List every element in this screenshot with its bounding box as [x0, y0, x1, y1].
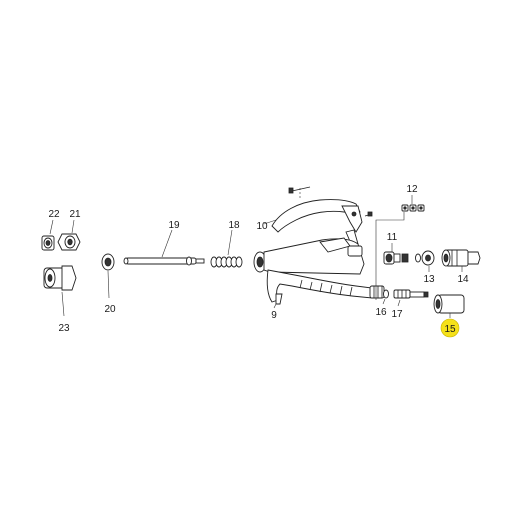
leader-21 — [71, 219, 75, 234]
part-10-lever — [271, 199, 373, 247]
part-22-fitting — [41, 235, 55, 251]
part-21-nut — [57, 233, 81, 251]
part-23-adapter — [43, 265, 77, 291]
callout-21: 21 — [69, 209, 81, 220]
part-14-connector — [441, 249, 481, 267]
callout-20: 20 — [104, 304, 116, 315]
callout-13: 13 — [423, 274, 435, 285]
callout-16: 16 — [375, 307, 387, 318]
callout-10: 10 — [256, 221, 268, 232]
part-11-seat — [383, 251, 409, 265]
part-10-pin — [288, 186, 311, 200]
part-17-plunger — [393, 289, 429, 299]
callout-23: 23 — [58, 323, 70, 334]
part-18-spring — [210, 256, 243, 268]
leader-10 — [263, 219, 277, 225]
part-9-gun-body — [253, 237, 385, 305]
callout-12: 12 — [406, 184, 418, 195]
callout-9: 9 — [271, 310, 277, 321]
callout-22: 22 — [48, 209, 60, 220]
bracket-12-to-valve — [375, 212, 405, 300]
callout-14: 14 — [457, 274, 469, 285]
leader-20 — [107, 270, 110, 299]
leader-18 — [227, 229, 233, 256]
callout-17: 17 — [391, 309, 403, 320]
leader-22 — [49, 219, 54, 235]
leader-9 — [273, 303, 277, 309]
leader-17 — [397, 299, 401, 307]
leader-23 — [61, 291, 65, 317]
part-20-washer — [101, 253, 115, 271]
part-16-oring — [383, 289, 389, 299]
callout-18: 18 — [228, 220, 240, 231]
part-12-pins — [401, 204, 425, 212]
part-13-washer — [415, 250, 435, 266]
leader-19 — [161, 229, 173, 258]
part-19-rod — [123, 256, 205, 266]
callout-11: 11 — [387, 232, 398, 243]
leader-16 — [382, 298, 386, 305]
part-15-sleeve — [433, 294, 465, 314]
callout-15-highlight — [440, 318, 460, 338]
callout-15: 15 — [444, 324, 456, 335]
callout-19: 19 — [168, 220, 180, 231]
